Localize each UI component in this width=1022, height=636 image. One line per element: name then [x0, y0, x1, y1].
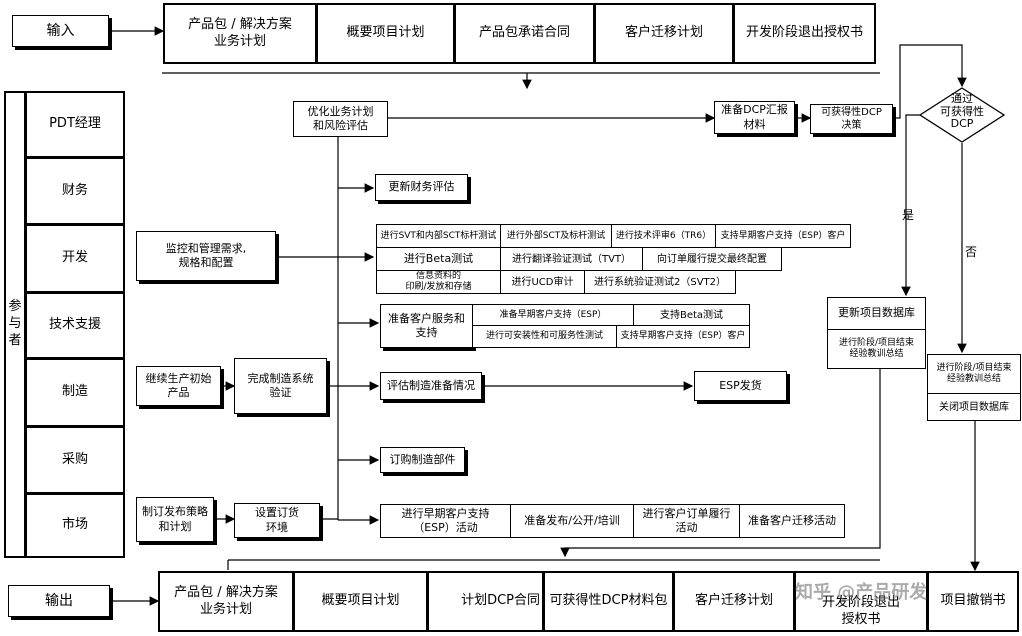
output-item-availability-dcp: 可获得性DCP材料包	[543, 571, 674, 632]
mkt-migration-activity: 准备客户迁移活动	[739, 504, 845, 538]
dev-svt-internal-sct: 进行SVT和内部SCT标杆测试	[376, 224, 501, 248]
prepare-dcp-box: 准备DCP汇报 材料	[714, 101, 795, 134]
output-item-business-plan: 产品包 / 解决方案 业务计划	[158, 571, 294, 632]
dev-info-material: 信息资料的 印刷/发放和存储	[376, 270, 501, 294]
dev-tr6: 进行技术评审6（TR6）	[611, 224, 716, 248]
mkt-esp-activity: 进行早期客户支持 （ESP）活动	[380, 504, 511, 538]
role-tech-support: 技术支援	[25, 292, 125, 359]
role-marketing: 市场	[25, 493, 125, 558]
output-label: 输出	[8, 585, 110, 617]
dev-support-esp: 支持早期客户支持（ESP）客户	[715, 224, 851, 248]
set-order-env-box: 设置订货 环境	[234, 503, 320, 538]
input-item-business-plan: 产品包 / 解决方案 业务计划	[163, 3, 317, 64]
complete-mfg-system-box: 完成制造系统 验证	[234, 358, 327, 414]
output-item-exit-authorization: 开发阶段退出 授权书	[794, 571, 928, 632]
optimize-plan-box: 优化业务计划 和风险评估	[293, 101, 388, 137]
monitor-requirements-box: 监控和管理需求, 规格和配置	[136, 231, 276, 281]
customer-service-box: 准备客户服务和 支持	[380, 304, 473, 348]
cs-support-esp-customer: 支持早期客户支持（ESP）客户	[616, 325, 750, 348]
dev-final-config: 向订单履行提交最终配置	[642, 247, 782, 271]
continue-production-box: 继续生产初始 产品	[136, 366, 221, 406]
role-finance: 财务	[25, 157, 125, 225]
role-procurement: 采购	[25, 426, 125, 494]
role-pdt-manager: PDT经理	[25, 91, 125, 158]
update-project-db: 更新项目数据库	[827, 297, 926, 330]
cs-installability-test: 进行可安装性和可服务性测试	[472, 325, 617, 348]
order-parts-box: 订购制造部件	[380, 447, 465, 473]
role-development: 开发	[25, 224, 125, 293]
dev-beta-test: 进行Beta测试	[376, 247, 501, 271]
output-item-plan-dcp: 计划DCP合同	[427, 571, 544, 632]
cs-prepare-esp: 准备早期客户支持（ESP）	[472, 304, 634, 326]
role-manufacturing: 制造	[25, 358, 125, 427]
input-item-project-plan: 概要项目计划	[316, 3, 455, 64]
esp-shipment-box: ESP发货	[694, 371, 787, 401]
availability-dcp-box: 可获得性DCP 决策	[810, 104, 893, 134]
input-item-commitment-contract: 产品包承诺合同	[454, 3, 595, 64]
update-finance-box: 更新财务评估	[375, 174, 468, 201]
decision-yes-label: 是	[902, 208, 915, 222]
dev-ucd-audit: 进行UCD审计	[500, 270, 585, 294]
input-item-exit-authorization: 开发阶段退出授权书	[733, 3, 876, 64]
cs-support-beta: 支持Beta测试	[633, 304, 750, 326]
decision-diamond	[918, 87, 1006, 143]
launch-strategy-box: 制订发布策略 和计划	[136, 497, 214, 542]
close-project-db: 关闭项目数据库	[927, 393, 1021, 421]
input-item-migration-plan: 客户迁移计划	[594, 3, 734, 64]
output-item-project-plan: 概要项目计划	[293, 571, 428, 632]
dev-external-sct: 进行外部SCT及标杆测试	[500, 224, 612, 248]
decision-no-label: 否	[965, 245, 978, 259]
participants-header: 参 与 者	[4, 91, 26, 558]
dev-svt2: 进行系统验证测试2（SVT2）	[584, 270, 736, 294]
decision-text: 通过 可获得性 DCP	[940, 92, 984, 131]
mkt-prepare-release: 准备发布/公开/培训	[510, 504, 634, 538]
output-item-project-cancel: 项目撤销书	[927, 571, 1019, 632]
output-item-migration-plan: 客户迁移计划	[673, 571, 795, 632]
evaluate-mfg-box: 评估制造准备情况	[380, 372, 482, 400]
dev-tvt: 进行翻译验证测试（TVT）	[500, 247, 643, 271]
mkt-order-fulfillment: 进行客户订单履行 活动	[633, 504, 740, 538]
lessons-learned-no: 进行阶段/项目结束 经验教训总结	[927, 354, 1021, 394]
input-label: 输入	[12, 15, 109, 47]
watermark: 知乎 @产品研发	[795, 582, 928, 603]
lessons-learned-yes: 进行阶段/项目结束 经验教训总结	[827, 329, 926, 369]
